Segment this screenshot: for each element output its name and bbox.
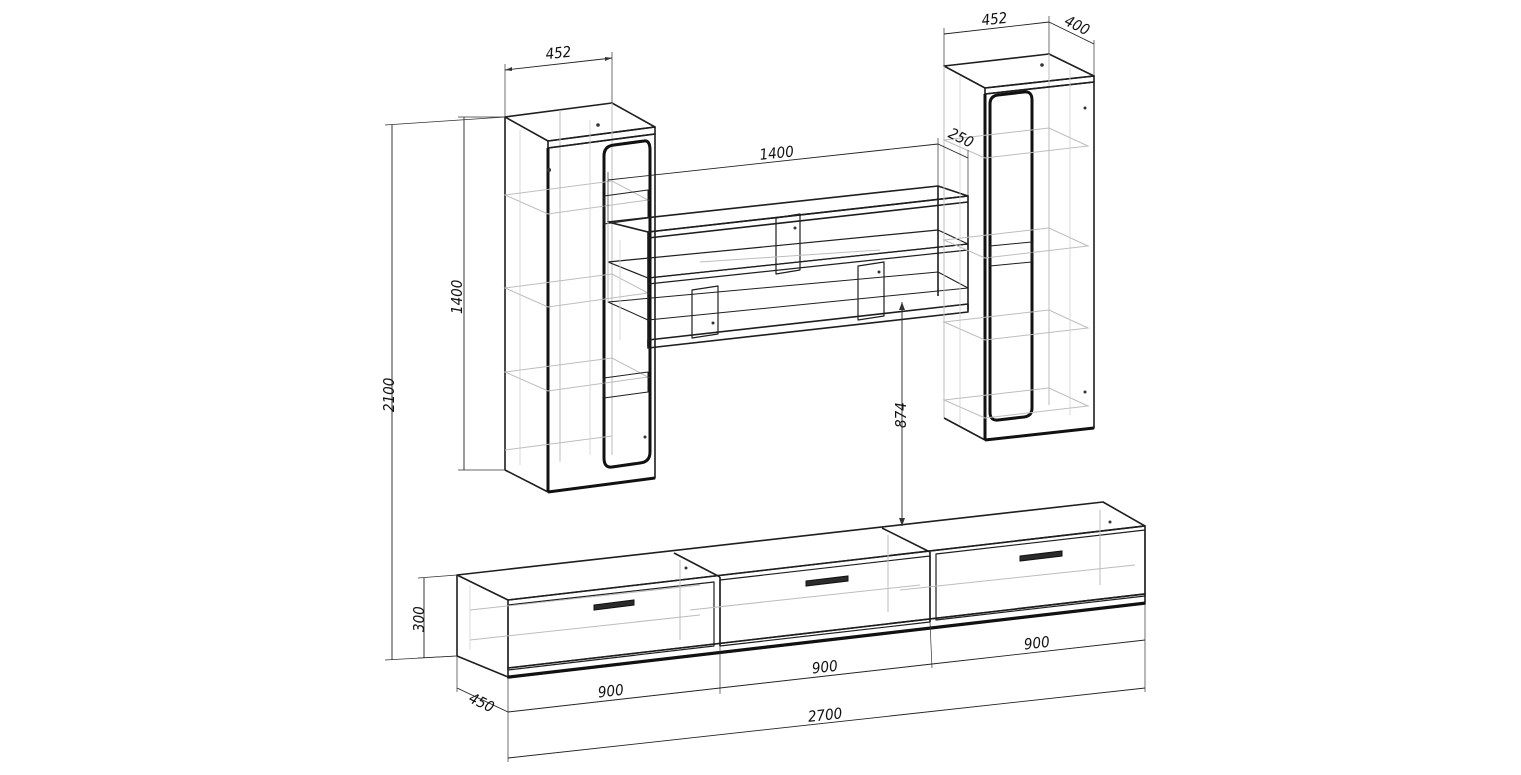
overall-height-label: 2100 bbox=[380, 378, 398, 412]
left-tower-width-label: 452 bbox=[545, 43, 573, 64]
left-tower bbox=[503, 102, 656, 494]
gap-height-label: 874 bbox=[892, 402, 910, 428]
right-tower-width-label: 452 bbox=[981, 9, 1009, 30]
dimensions bbox=[384, 16, 1146, 762]
module-mid-label: 900 bbox=[811, 657, 839, 678]
shelf-depth-label: 250 bbox=[945, 124, 976, 151]
module-right-label: 900 bbox=[1023, 633, 1051, 654]
right-tower-depth-label: 400 bbox=[1062, 12, 1093, 39]
base-depth-label: 450 bbox=[466, 689, 497, 716]
overall-width-label: 2700 bbox=[807, 704, 843, 725]
middle-shelf bbox=[607, 185, 969, 349]
base-height-label: 300 bbox=[410, 606, 428, 632]
shelf-width-label: 1400 bbox=[759, 142, 795, 163]
tower-height-label: 1400 bbox=[448, 280, 466, 314]
module-left-label: 900 bbox=[597, 681, 625, 702]
right-tower bbox=[942, 53, 1095, 442]
